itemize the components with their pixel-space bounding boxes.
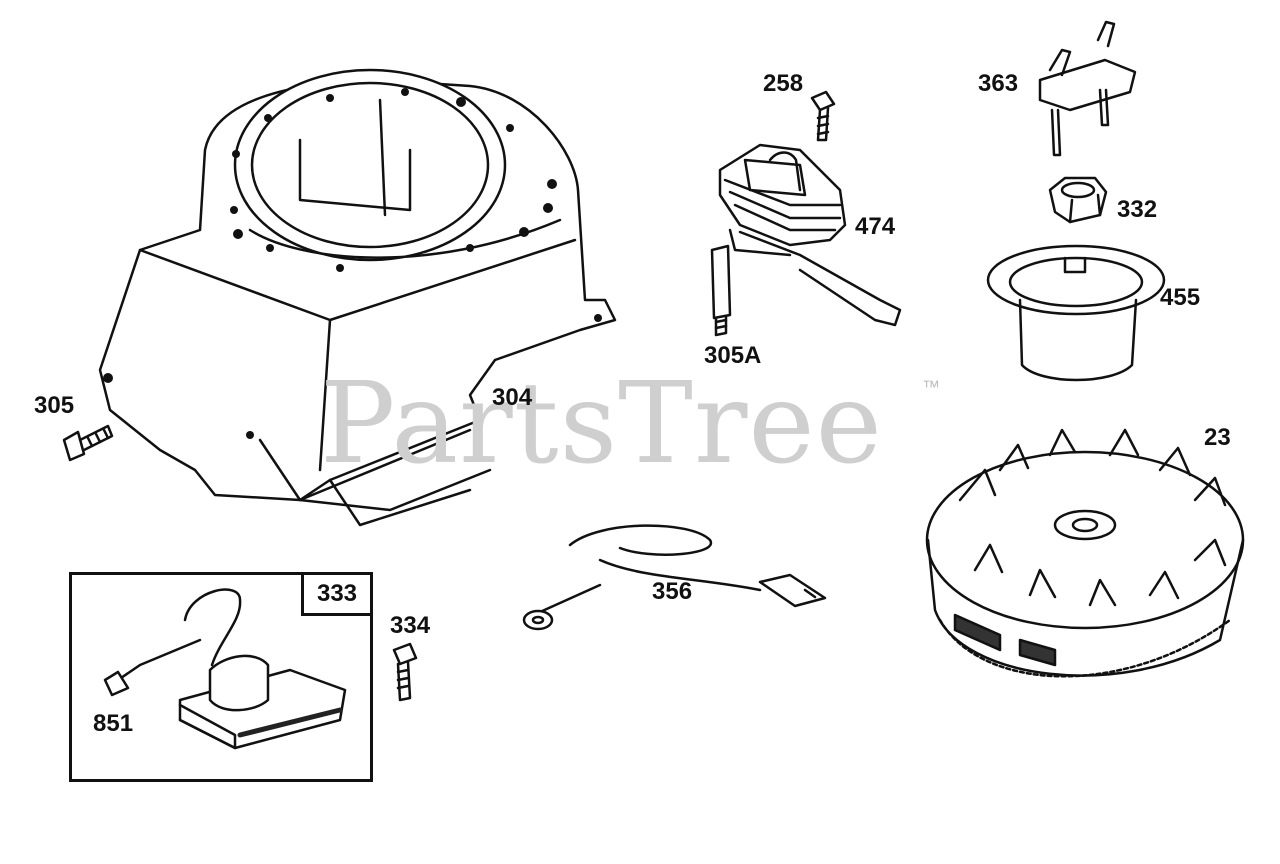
kit-box-333: 333 [69, 572, 373, 782]
bracket-363-drawing[interactable] [1038, 20, 1137, 157]
part-label-474[interactable]: 474 [855, 213, 896, 240]
nut-332-drawing[interactable] [1048, 176, 1108, 224]
armature-474-drawing[interactable] [718, 143, 902, 327]
spacer-305a-drawing[interactable] [710, 244, 732, 337]
part-label-851[interactable]: 851 [93, 710, 134, 737]
cup-455-drawing[interactable] [986, 244, 1166, 382]
part-label-455[interactable]: 455 [1160, 284, 1201, 311]
part-label-334[interactable]: 334 [390, 612, 431, 639]
ground-wire-356-drawing[interactable] [522, 524, 827, 631]
part-label-305[interactable]: 305 [34, 392, 75, 419]
flywheel-23-drawing[interactable] [925, 428, 1245, 678]
part-label-304[interactable]: 304 [492, 384, 533, 411]
ignition-module-851-drawing[interactable] [103, 588, 347, 750]
part-label-356[interactable]: 356 [652, 578, 693, 605]
kit-label-333[interactable]: 333 [301, 572, 373, 616]
screw-258-drawing[interactable] [810, 90, 836, 142]
screw-334-drawing[interactable] [392, 642, 418, 702]
part-label-23[interactable]: 23 [1204, 424, 1231, 451]
part-label-305a[interactable]: 305A [704, 342, 762, 369]
blower-housing-drawing[interactable] [98, 68, 617, 527]
part-label-332[interactable]: 332 [1117, 196, 1158, 223]
trademark-symbol: ™ [922, 377, 940, 397]
part-label-363[interactable]: 363 [978, 70, 1019, 97]
bolt-305-drawing[interactable] [62, 424, 114, 462]
part-label-258[interactable]: 258 [763, 70, 804, 97]
watermark-text: PartsTree [320, 359, 883, 489]
